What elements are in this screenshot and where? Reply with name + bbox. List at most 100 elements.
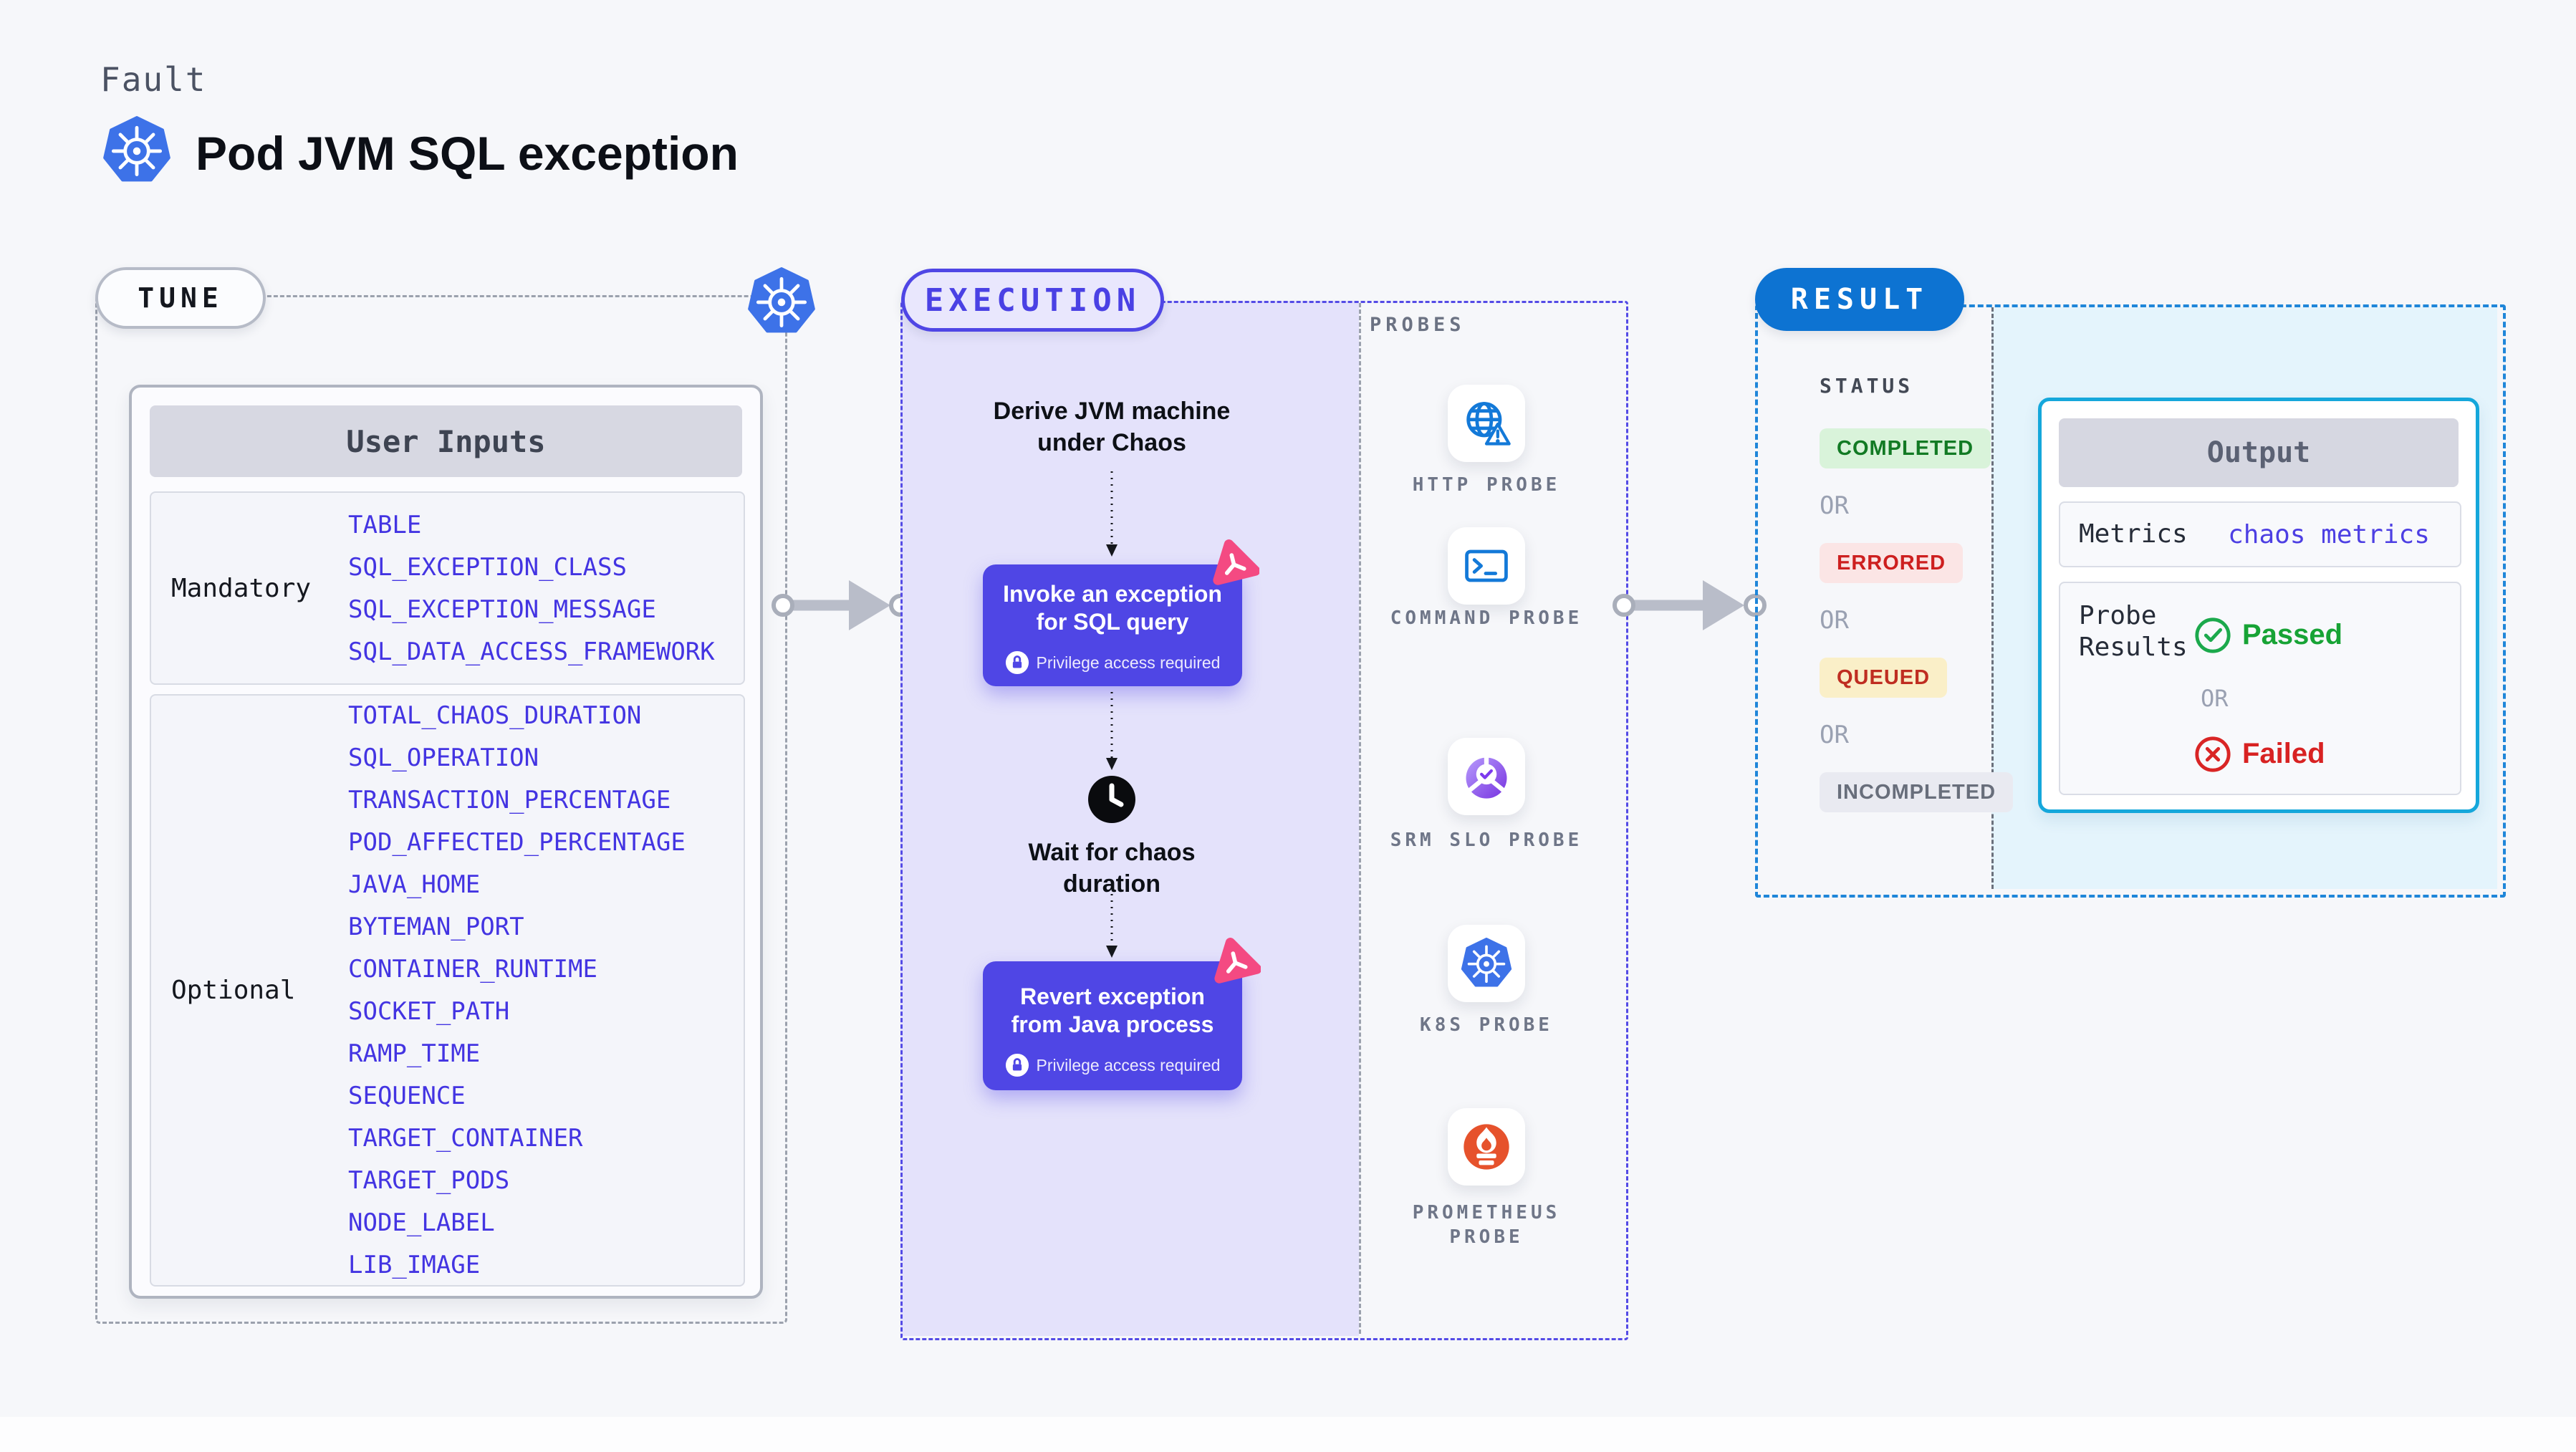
input-item: LIB_IMAGE — [348, 1251, 481, 1279]
bottom-strip — [0, 1417, 2576, 1452]
tune-section-label: TUNE — [138, 282, 224, 314]
status-badge-queued: QUEUED — [1820, 658, 1948, 698]
metrics-row: Metrics chaos metrics — [2059, 501, 2461, 567]
output-card: Output Metrics chaos metrics Probe Resul… — [2038, 398, 2479, 813]
input-item: TARGET_PODS — [348, 1166, 510, 1195]
result-section-pill: RESULT — [1755, 268, 1964, 331]
execution-section-pill: EXECUTION — [901, 269, 1164, 332]
execution-to-result-arrow — [1613, 580, 1767, 630]
flow-arrow-down-icon — [1106, 471, 1118, 557]
privilege-note: Privilege access required — [1036, 653, 1221, 672]
privilege-note: Privilege access required — [1036, 1055, 1221, 1074]
command-probe-icon — [1465, 549, 1508, 582]
step-invoke-exception-title: Invoke an exception for SQL query — [1003, 581, 1222, 635]
probe-label: HTTP PROBE — [1412, 474, 1561, 496]
input-item: POD_AFFECTED_PERCENTAGE — [348, 828, 686, 857]
input-item: SQL_OPERATION — [348, 744, 539, 772]
optional-items-list: TOTAL_CHAOS_DURATION SQL_OPERATION TRANS… — [348, 696, 686, 1285]
execution-flow-panel — [900, 301, 1359, 1336]
status-heading: STATUS — [1820, 374, 1914, 398]
input-item: RAMP_TIME — [348, 1039, 481, 1068]
input-item: TOTAL_CHAOS_DURATION — [348, 701, 642, 730]
flow-arrow-down-icon — [1106, 692, 1118, 770]
input-item: SQL_EXCEPTION_CLASS — [348, 552, 627, 582]
metrics-value: chaos metrics — [2228, 520, 2430, 549]
kubernetes-icon — [748, 267, 815, 333]
execution-section-frame — [900, 301, 1628, 1340]
input-item: TARGET_CONTAINER — [348, 1124, 583, 1153]
input-item: SEQUENCE — [348, 1082, 466, 1110]
optional-inputs-box: Optional TOTAL_CHAOS_DURATION SQL_OPERAT… — [150, 694, 745, 1287]
input-item: SOCKET_PATH — [348, 997, 510, 1026]
user-inputs-card: User Inputs Mandatory TABLE SQL_EXCEPTIO… — [129, 385, 763, 1299]
privilege-note-row: Privilege access required — [983, 1053, 1242, 1077]
input-item: BYTEMAN_PORT — [348, 913, 524, 941]
probe-label: K8S PROBE — [1420, 1014, 1553, 1036]
or-label: OR — [1820, 491, 1849, 520]
probe-label: PROMETHEUS PROBE — [1412, 1202, 1561, 1248]
passed-check-icon — [2195, 617, 2231, 653]
user-inputs-title: User Inputs — [346, 423, 546, 459]
step-revert-exception-title: Revert exception from Java process — [1011, 984, 1214, 1037]
clock-icon — [1088, 776, 1135, 823]
status-badge-incompleted: INCOMPLETED — [1820, 772, 2014, 812]
step-invoke-exception-box: Invoke an exception for SQL query Privil… — [983, 564, 1242, 686]
metrics-label: Metrics — [2079, 519, 2188, 549]
input-item: TABLE — [348, 510, 422, 539]
probe-label: COMMAND PROBE — [1390, 607, 1583, 629]
status-badge-completed: COMPLETED — [1820, 428, 1991, 468]
tune-to-execution-arrow — [772, 580, 912, 630]
command-probe-tile — [1448, 527, 1525, 605]
or-label: OR — [2201, 685, 2229, 712]
flow-arrow-down-icon — [1106, 894, 1118, 958]
prometheus-probe-tile — [1448, 1108, 1525, 1186]
privilege-note-row: Privilege access required — [983, 650, 1242, 675]
probe-label: SRM SLO PROBE — [1390, 830, 1583, 851]
input-item: NODE_LABEL — [348, 1208, 495, 1237]
result-section-frame — [1755, 304, 2506, 898]
probe-results-label: Probe Results — [2079, 601, 2188, 662]
mandatory-items-list: TABLE SQL_EXCEPTION_CLASS SQL_EXCEPTION_… — [348, 493, 715, 683]
status-badge-errored: ERRORED — [1820, 543, 1964, 583]
probes-heading: PROBES — [1370, 314, 1466, 336]
output-title: Output — [2206, 436, 2311, 469]
chaos-icon — [1213, 539, 1259, 585]
lock-icon — [1005, 1053, 1029, 1077]
user-inputs-header: User Inputs — [150, 405, 742, 477]
step-revert-exception-box: Revert exception from Java process Privi… — [983, 961, 1242, 1090]
result-section-label: RESULT — [1790, 283, 1929, 316]
probe-results-row: Probe Results Passed OR Failed — [2059, 582, 2461, 795]
input-item: CONTAINER_RUNTIME — [348, 955, 597, 984]
mandatory-inputs-box: Mandatory TABLE SQL_EXCEPTION_CLASS SQL_… — [150, 491, 745, 685]
optional-label: Optional — [171, 976, 296, 1005]
step-derive-jvm: Derive JVM machine under Chaos — [993, 398, 1231, 456]
output-header: Output — [2059, 418, 2459, 487]
chaos-icon — [1214, 938, 1261, 984]
input-item: SQL_EXCEPTION_MESSAGE — [348, 595, 656, 624]
failed-label: Failed — [2242, 738, 2325, 769]
input-item: JAVA_HOME — [348, 870, 481, 899]
or-label: OR — [1820, 721, 1849, 749]
lock-icon — [1005, 650, 1029, 675]
execution-probes-divider — [1359, 303, 1361, 1334]
failed-x-icon — [2195, 736, 2231, 772]
srm-slo-probe-tile — [1448, 738, 1525, 815]
srm-slo-probe-icon — [1466, 755, 1507, 799]
prometheus-probe-icon — [1464, 1124, 1509, 1170]
step-wait-duration: Wait for chaos duration — [1028, 839, 1196, 898]
k8s-probe-icon — [1461, 938, 1512, 987]
mandatory-label: Mandatory — [171, 573, 312, 603]
http-probe-icon — [1466, 402, 1511, 446]
http-probe-tile — [1448, 385, 1525, 462]
page-title: Pod JVM SQL exception — [196, 127, 739, 180]
fault-kicker: Fault — [100, 60, 207, 99]
or-label: OR — [1820, 606, 1849, 635]
passed-label: Passed — [2242, 619, 2343, 650]
k8s-probe-tile — [1448, 925, 1525, 1002]
execution-section-label: EXECUTION — [924, 282, 1141, 319]
result-status-divider — [1991, 307, 1994, 889]
tune-section-frame — [95, 295, 787, 1324]
input-item: TRANSACTION_PERCENTAGE — [348, 786, 671, 814]
kubernetes-icon — [103, 116, 170, 182]
